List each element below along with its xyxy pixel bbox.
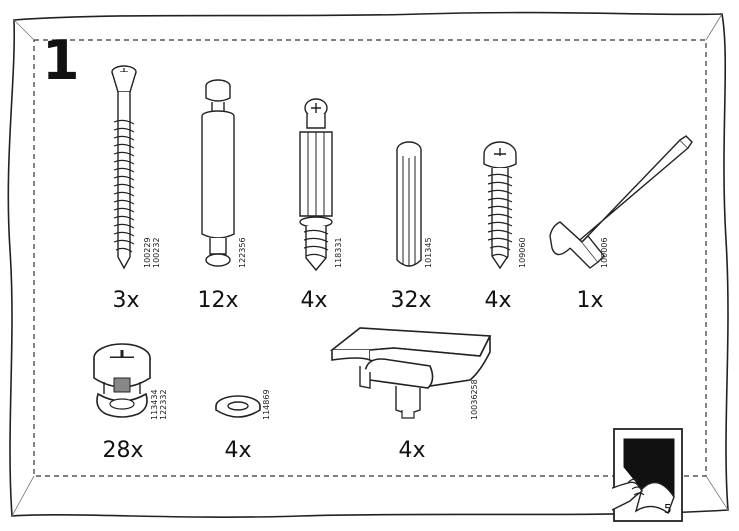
qty-cam-lock: 28x	[102, 438, 144, 463]
part-panhead-screw	[480, 138, 520, 272]
qty-allen-key: 1x	[576, 288, 604, 313]
part-cam-bolt	[296, 98, 336, 272]
part-code-allen-key: 100006	[600, 237, 609, 268]
qty-cam-bolt: 4x	[300, 288, 328, 313]
qty-wooden-dowel: 32x	[390, 288, 432, 313]
qty-panhead-screw: 4x	[484, 288, 512, 313]
shelf-support-bracket-icon	[329, 327, 492, 419]
qty-shelf-support: 4x	[398, 438, 426, 463]
cam-lock-nut-icon	[93, 343, 151, 418]
washer-icon	[215, 395, 261, 418]
pan-head-screw-icon	[483, 141, 517, 270]
page-number: 5	[664, 502, 672, 516]
allen-key-icon	[549, 135, 693, 269]
qty-connector-pin: 12x	[197, 288, 239, 313]
part-code-panhead-screw: 109060	[518, 237, 527, 268]
connector-pin-icon	[201, 79, 235, 267]
part-connector-pin	[196, 76, 240, 272]
part-washer	[214, 394, 262, 422]
part-allen-key	[546, 135, 694, 272]
part-code-wooden-dowel: 101345	[424, 237, 433, 268]
cam-bolt-icon	[299, 98, 333, 272]
step-number: 1	[42, 29, 80, 92]
turn-page-icon	[612, 428, 683, 522]
part-cam-lock	[90, 342, 154, 418]
part-code-connector-pin: 122356	[238, 237, 247, 268]
part-long-screw	[104, 62, 144, 272]
long-countersunk-screw-icon	[111, 65, 137, 270]
part-wooden-dowel	[392, 140, 426, 272]
part-code-cam-bolt: 118331	[334, 237, 343, 268]
qty-long-screw: 3x	[112, 288, 140, 313]
part-code-washer: 114869	[262, 389, 271, 420]
qty-washer: 4x	[224, 438, 252, 463]
part-code-shelf-support: 10036258	[470, 379, 479, 420]
wooden-dowel-icon	[396, 141, 422, 267]
part-shelf-support	[329, 326, 492, 424]
